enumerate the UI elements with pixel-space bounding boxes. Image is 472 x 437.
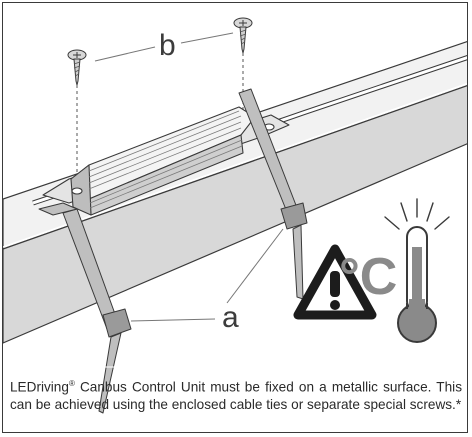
screw-icon (233, 17, 253, 54)
callout-a-leaders (130, 228, 284, 322)
callout-label-b: b (159, 29, 176, 62)
cable-tie-right (238, 88, 308, 300)
thermometer-icon (384, 198, 450, 343)
screw-guide-lines (76, 53, 244, 191)
cable-tie-left (38, 202, 132, 414)
caption: LEDriving® Canbus Control Unit must be f… (10, 375, 462, 413)
caption-registered-mark: ® (68, 379, 75, 388)
mounting-illustration (3, 17, 467, 414)
caption-brand: LEDriving (10, 379, 69, 395)
figure-frame: b a °C LEDriving® Canbus Control Unit mu… (2, 2, 468, 433)
caption-text: Canbus Control Unit must be fixed on a m… (10, 379, 462, 412)
warning-triangle-icon (293, 244, 377, 320)
callout-label-a: a (222, 301, 239, 334)
control-unit (42, 106, 290, 216)
callout-b-leaders (94, 32, 234, 62)
screw-icon (67, 49, 87, 86)
temperature-unit-label: °C (339, 248, 398, 306)
